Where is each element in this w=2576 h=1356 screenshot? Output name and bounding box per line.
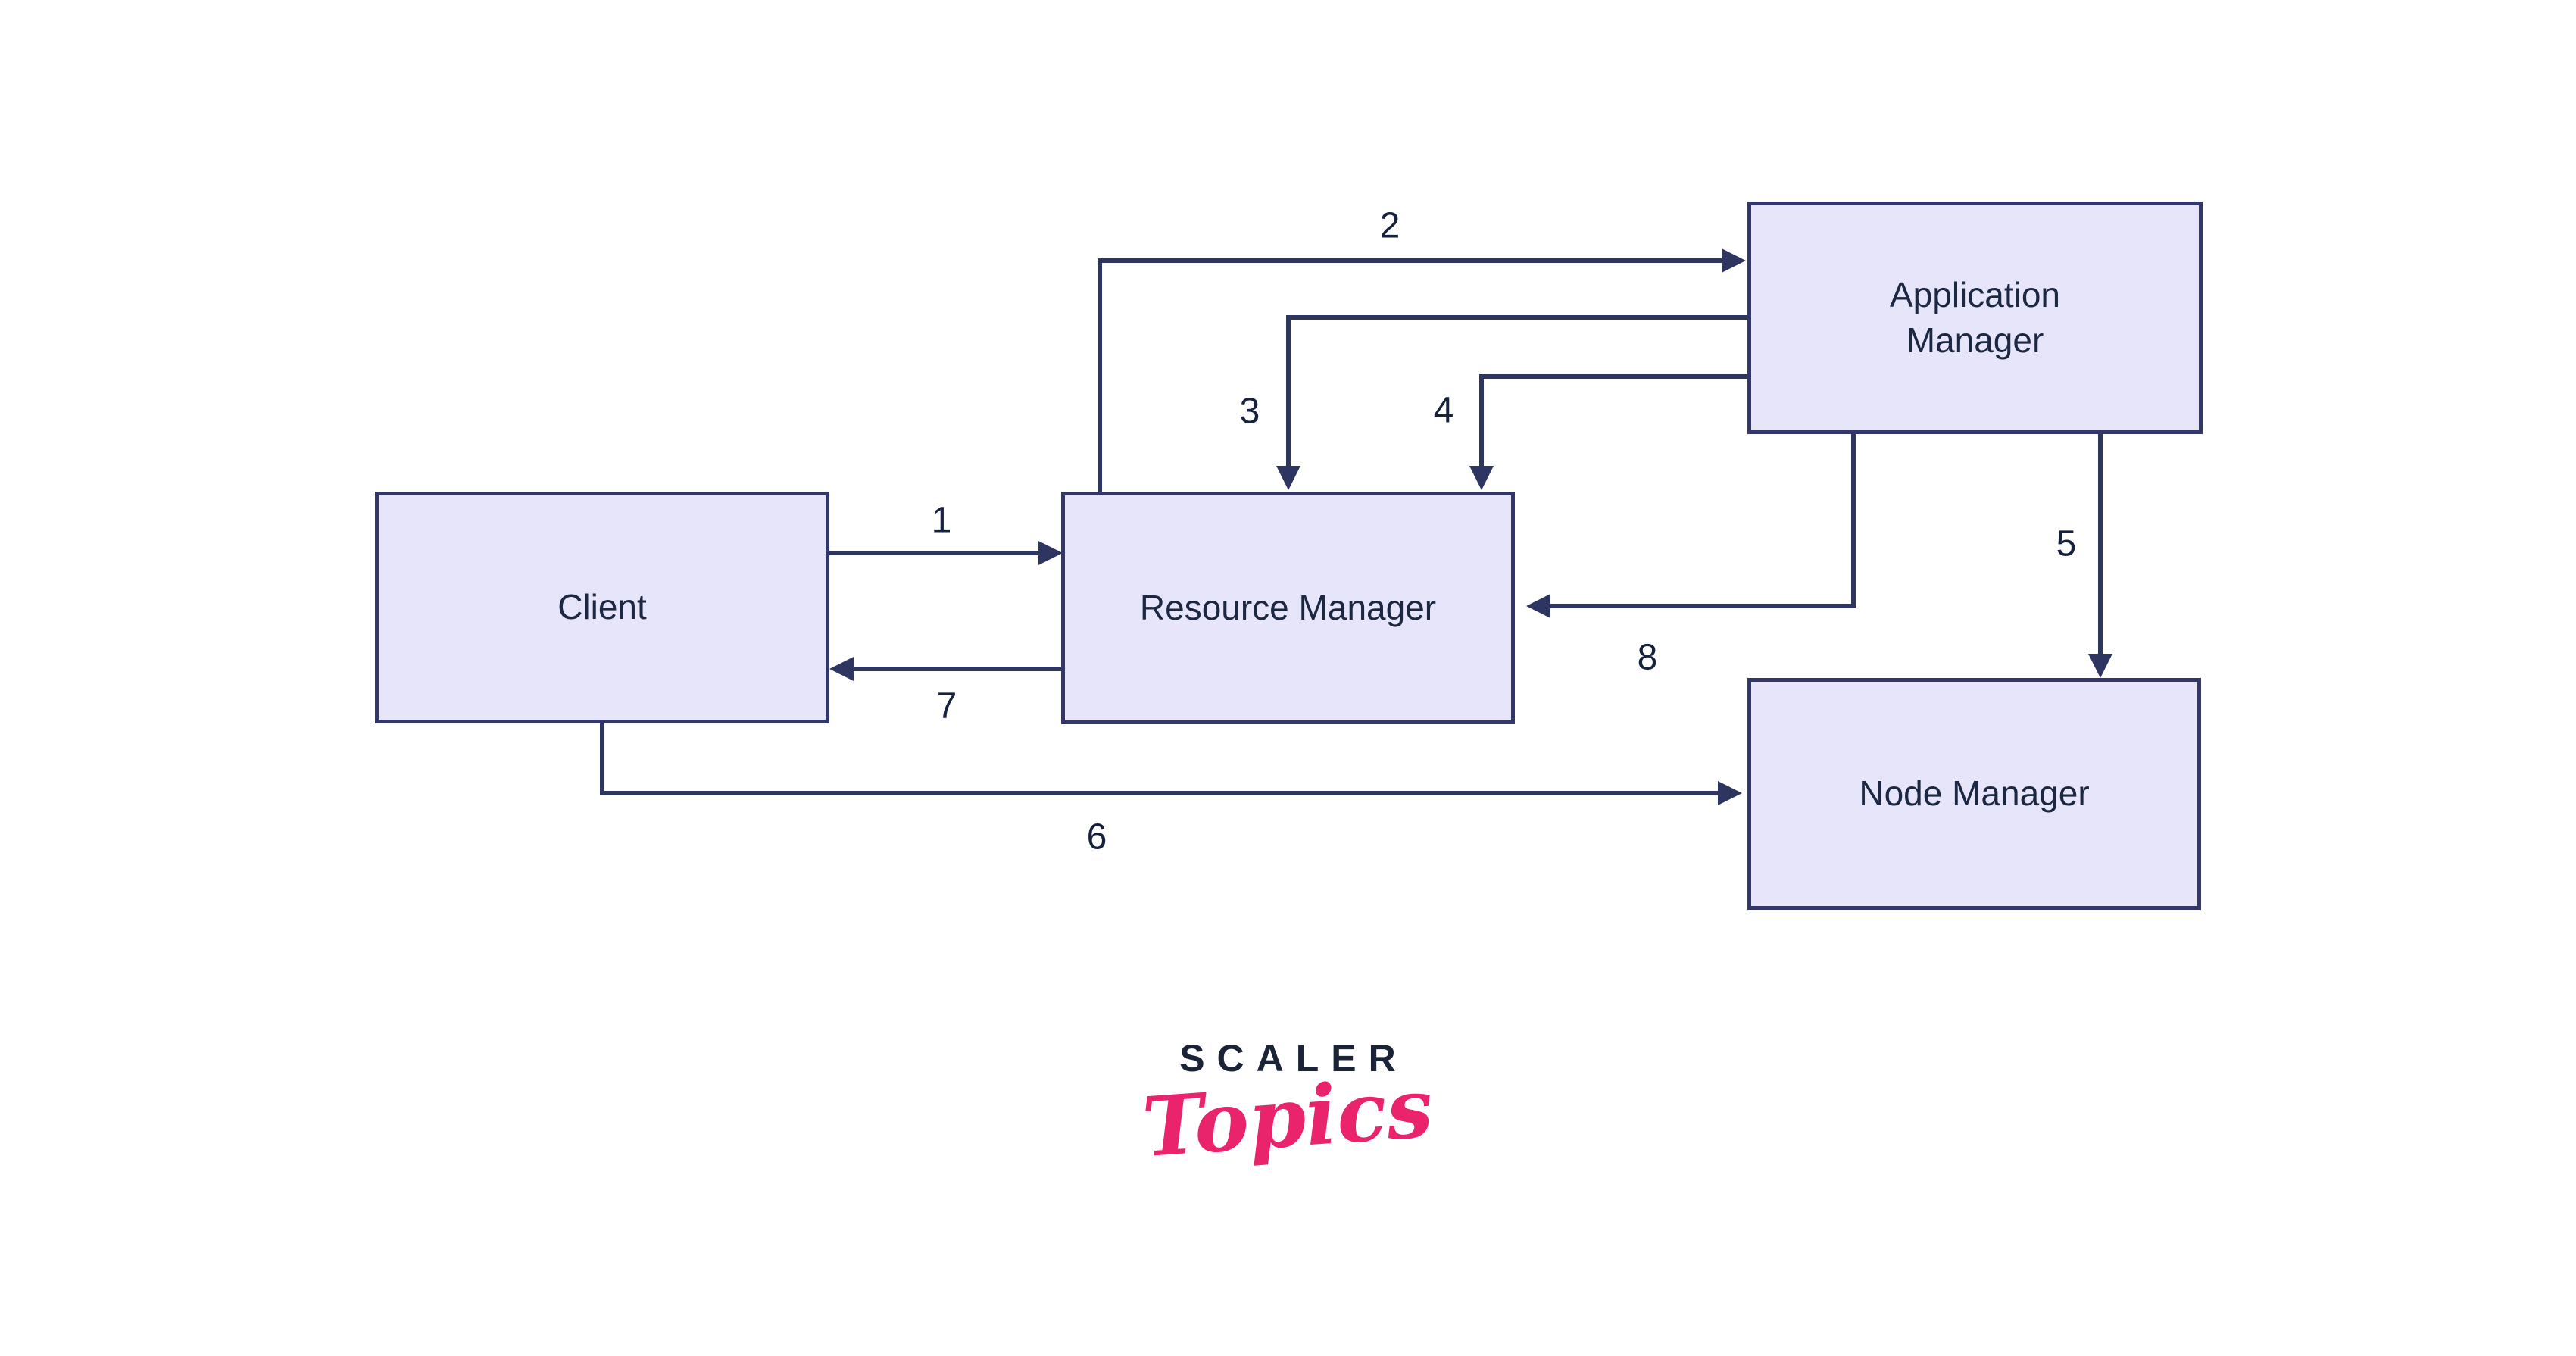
arrow-1-label: 1 — [931, 500, 952, 541]
arrow-7-line — [852, 667, 1061, 671]
resource-manager-node: Resource Manager — [1061, 492, 1515, 724]
arrow-2-head-icon — [1722, 248, 1746, 273]
arrow-8-head-icon — [1526, 594, 1550, 618]
arrow-1-line — [829, 551, 1040, 555]
arrow-2-label: 2 — [1379, 205, 1400, 246]
logo-sub-text: Topics — [1139, 1060, 1436, 1176]
arrow-4-line-vertical — [1479, 374, 1484, 467]
arrow-8-line-vertical — [1851, 434, 1856, 608]
application-manager-node-label: Application Manager — [1889, 274, 2061, 360]
arrow-8-line-horizontal — [1549, 604, 1856, 608]
arrow-3-line-horizontal — [1286, 315, 1747, 320]
application-manager-node: Application Manager — [1747, 202, 2203, 434]
node-manager-node-label: Node Manager — [1859, 773, 2090, 814]
arrow-7-label: 7 — [936, 686, 957, 726]
arrow-3-label: 3 — [1239, 391, 1260, 432]
resource-manager-node-label: Resource Manager — [1139, 587, 1437, 627]
arrow-5-label: 5 — [2056, 523, 2077, 564]
arrow-4-label: 4 — [1433, 390, 1454, 431]
arrow-2-line-horizontal — [1098, 258, 1723, 263]
arrow-8-label: 8 — [1637, 637, 1658, 678]
arrow-6-head-icon — [1718, 781, 1742, 805]
arrow-5-line — [2098, 434, 2103, 655]
client-node: Client — [375, 492, 829, 723]
node-manager-node: Node Manager — [1747, 678, 2201, 910]
arrow-2-line-vertical — [1098, 261, 1102, 492]
arrow-3-head-icon — [1276, 466, 1300, 490]
client-node-label: Client — [557, 587, 647, 627]
scaler-topics-logo: SCALER Topics — [1139, 1036, 1435, 1176]
arrow-1-head-icon — [1038, 541, 1063, 565]
arrow-4-head-icon — [1469, 466, 1494, 490]
arrow-3-line-vertical — [1286, 315, 1291, 467]
logo-brand-text: SCALER — [1179, 1037, 1408, 1079]
arrow-6-line-horizontal — [600, 791, 1719, 795]
arrow-4-line-horizontal — [1479, 374, 1747, 379]
arrow-6-line-vertical — [600, 723, 604, 795]
arrow-7-head-icon — [829, 657, 854, 681]
arrow-6-label: 6 — [1086, 817, 1107, 858]
arrow-5-head-icon — [2088, 654, 2112, 678]
